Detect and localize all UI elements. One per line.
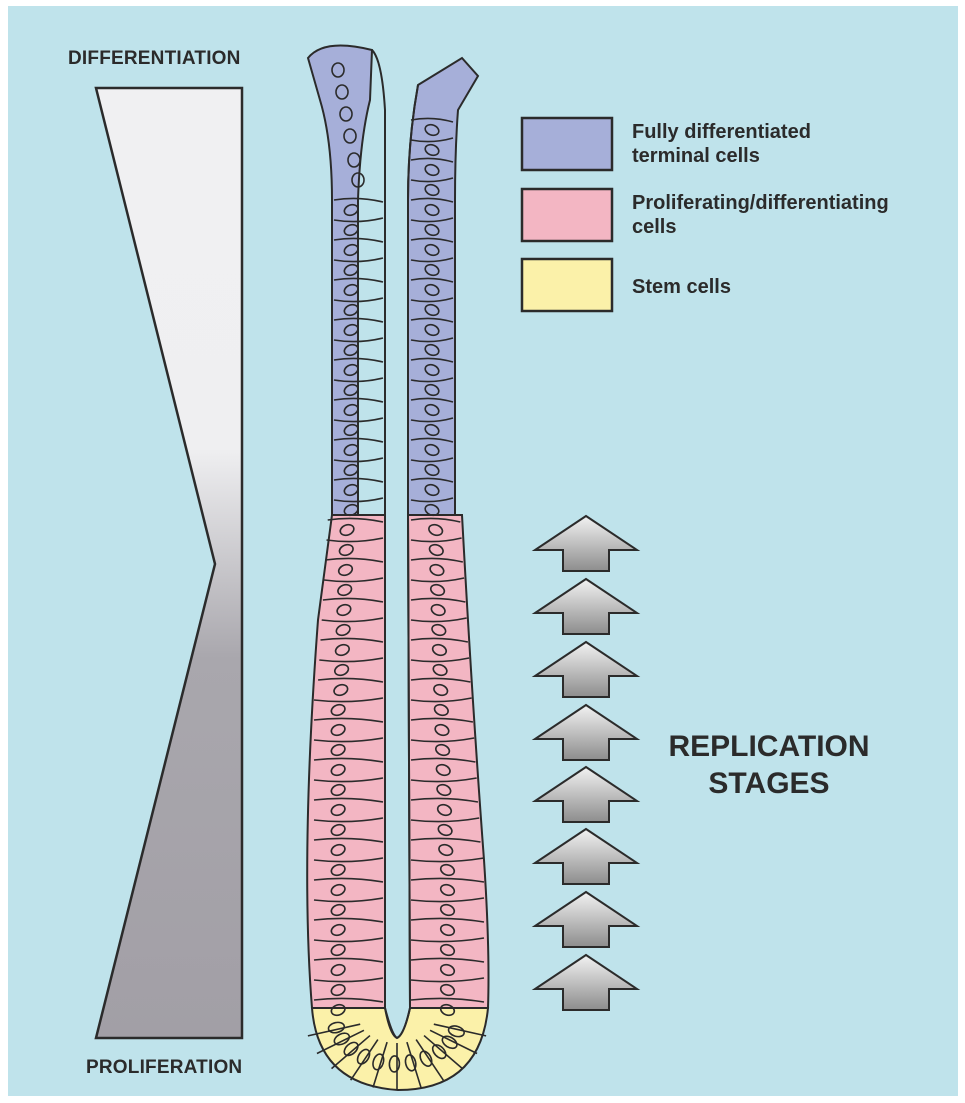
legend-swatch-terminal	[522, 118, 612, 170]
legend-label-proliferating-line2: cells	[632, 215, 889, 239]
legend-swatch-proliferating	[522, 189, 612, 241]
legend-label-terminal: Fully differentiated terminal cells	[632, 120, 811, 168]
replication-label-line1: REPLICATION	[664, 728, 874, 765]
legend-label-stem-line1: Stem cells	[632, 275, 731, 299]
differentiation-label: DIFFERENTIATION	[68, 48, 241, 70]
legend-label-terminal-line1: Fully differentiated	[632, 120, 811, 144]
legend-label-proliferating: Proliferating/differentiating cells	[632, 191, 889, 239]
legend-swatch-stem	[522, 259, 612, 311]
replication-label-line2: STAGES	[664, 765, 874, 802]
legend-label-proliferating-line1: Proliferating/differentiating	[632, 191, 889, 215]
legend-label-stem: Stem cells	[632, 275, 731, 299]
proliferation-label: PROLIFERATION	[86, 1057, 242, 1079]
replication-stages-label: REPLICATION STAGES	[664, 728, 874, 802]
legend-label-terminal-line2: terminal cells	[632, 144, 811, 168]
